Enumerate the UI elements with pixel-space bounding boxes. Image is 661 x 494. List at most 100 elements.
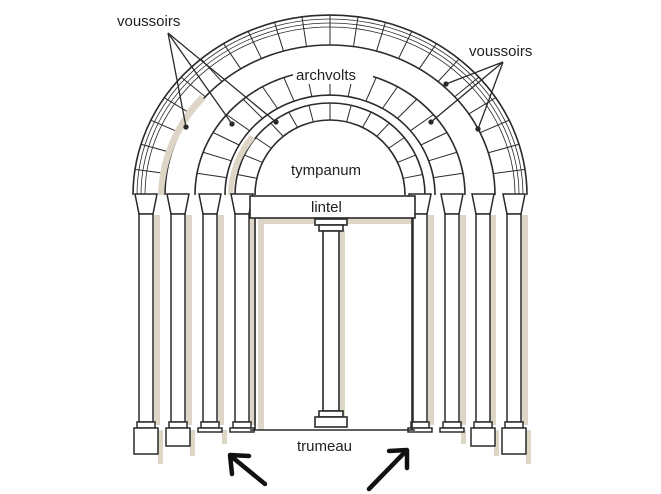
column-2-base-collar [168, 421, 188, 429]
trumeau-shaft [322, 230, 340, 412]
voussoir-joints [134, 15, 526, 179]
column-6-capital [440, 193, 464, 215]
lintel-block [249, 195, 416, 219]
leader-dot-left-2 [229, 121, 235, 127]
arrow-right [366, 449, 408, 492]
column-1-capital [134, 193, 158, 215]
leader-left-1 [167, 32, 187, 128]
column-1-shaft [138, 213, 154, 423]
outer-voussoir-joint [437, 58, 460, 82]
leader-right-2 [430, 61, 504, 123]
label-leaders [167, 32, 504, 132]
leader-dot-right-2 [428, 119, 434, 125]
shadow-col-4 [250, 215, 256, 425]
column-3-capital [198, 193, 222, 215]
shadow-base-1 [158, 430, 163, 464]
column-6-base-collar [442, 421, 462, 429]
shadow-base-8 [526, 430, 531, 464]
column-1-base-collar [136, 421, 156, 429]
middle-voussoir-joint [242, 98, 263, 119]
label-lintel: lintel [311, 199, 342, 216]
middle-voussoir-joint [428, 151, 458, 162]
label-voussoirs-left: voussoirs [117, 13, 180, 30]
leader-right-3 [477, 61, 504, 130]
inner-voussoir-joint [288, 111, 298, 128]
shadow-base-7 [494, 430, 499, 456]
shadow-base-3 [222, 430, 227, 444]
archivolts-label-bg [293, 64, 373, 84]
arrow-right-head [386, 447, 410, 471]
outer-voussoir-joint [468, 97, 496, 115]
leader-dot-right-3 [475, 126, 481, 132]
shadow-col-5 [428, 215, 434, 425]
shadow-arch-left [158, 95, 205, 195]
middle-voussoir-joint [283, 77, 295, 102]
middle-voussoir-joint [397, 98, 418, 119]
column-7-plinth [470, 427, 496, 447]
middle-archivolt-inner-edge [224, 94, 436, 196]
middle-voussoir-joint [202, 151, 232, 162]
middle-voussoir-joint [212, 132, 240, 146]
shadow-base-2 [190, 430, 195, 456]
arrow-left [229, 454, 268, 487]
column-8-shaft [506, 213, 522, 423]
shadow-base-6 [461, 430, 466, 444]
shadow-arch-middle [228, 135, 255, 195]
inner-voussoir-joint [237, 174, 257, 179]
leader-dot-left-1 [183, 124, 189, 130]
column-7-capital [471, 193, 495, 215]
portal-core [249, 195, 416, 431]
column-3-shaft [202, 213, 218, 423]
leader-dot-right-1 [443, 81, 449, 87]
column-7-shaft [475, 213, 491, 423]
shadow-col-3 [218, 215, 224, 425]
inner-voussoir-joint [346, 105, 352, 123]
outer-voussoir-joint [274, 22, 284, 52]
column-shadows [154, 95, 531, 464]
middle-voussoir-joint [365, 77, 377, 102]
label-tympanum: tympanum [291, 162, 361, 179]
outer-voussoir-joint [352, 16, 359, 47]
outer-voussoir-joint [454, 76, 480, 98]
inner-voussoir-joint [270, 122, 284, 137]
inner-voussoir-joint [376, 122, 390, 137]
column-4-shaft [234, 213, 250, 423]
column-3-plinth [197, 427, 223, 433]
middle-voussoir-joint [196, 172, 227, 179]
column-5-base-collar [410, 421, 430, 429]
middle-voussoir-joint [410, 114, 434, 132]
inner-voussoir-joint [308, 105, 314, 123]
outer-voussoir-joint [418, 43, 437, 70]
outer-voussoir-joint [180, 76, 206, 98]
shadow-doorway-left [258, 218, 264, 430]
handdrawn-arrows [227, 447, 410, 492]
outer-voussoir-joint [301, 16, 308, 47]
label-trumeau: trumeau [297, 438, 352, 455]
shadow-col-7 [490, 215, 496, 425]
arrow-left-head [227, 452, 252, 477]
shadow-col-6 [460, 215, 466, 425]
column-4-base-collar [232, 421, 252, 429]
outer-voussoir-joint [488, 143, 520, 154]
outer-voussoir-joint [247, 31, 262, 59]
inner-voussoir-joint [244, 154, 263, 163]
middle-voussoir-joint [420, 132, 448, 146]
column-8-plinth [501, 427, 527, 455]
inner-voussoir-joint [403, 174, 423, 179]
column-1-plinth [133, 427, 159, 455]
outer-voussoir-joint [398, 31, 413, 59]
inner-voussoir-joint [397, 154, 416, 163]
outer-voussoir-joint [479, 119, 510, 134]
label-voussoirs-right: voussoirs [469, 43, 532, 60]
leader-left-3 [167, 32, 277, 123]
column-7-base-collar [473, 421, 493, 429]
trumeau-label-bg [292, 435, 368, 455]
middle-voussoir-joint [433, 172, 464, 179]
leader-dot-left-3 [273, 119, 279, 125]
middle-voussoir-joint [226, 114, 250, 132]
inner-voussoir-joint [255, 137, 272, 149]
inner-voussoir-joint [362, 111, 372, 128]
trumeau-base-top [318, 410, 344, 418]
middle-voussoir-joint [262, 86, 278, 109]
